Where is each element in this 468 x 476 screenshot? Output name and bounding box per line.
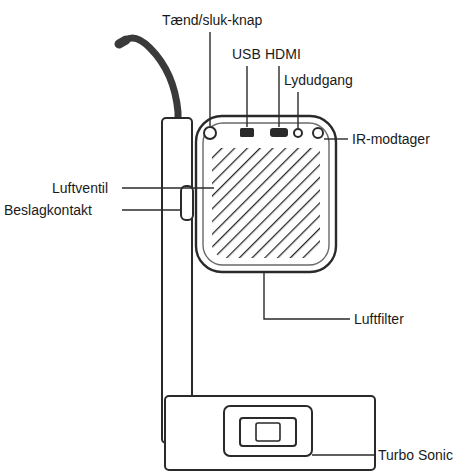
power-button xyxy=(204,127,216,139)
part-label: Tænd/sluk-knap xyxy=(162,12,262,28)
air-vent-grille xyxy=(212,148,320,258)
turbo-sonic-core xyxy=(256,423,280,441)
leader-line xyxy=(122,187,214,188)
part-label: USB xyxy=(232,46,261,62)
part-label: Luftventil xyxy=(52,180,108,196)
gooseneck-tip xyxy=(119,40,126,44)
projector-body xyxy=(196,116,336,272)
leader-line xyxy=(264,272,350,319)
part-label: Turbo Sonic xyxy=(378,447,453,463)
leader-line xyxy=(297,92,298,128)
leader-line xyxy=(246,66,247,127)
part-label: HDMI xyxy=(265,46,301,62)
turbo-sonic-unit xyxy=(240,418,296,446)
leader-line xyxy=(312,454,374,455)
stand-bar xyxy=(162,118,192,443)
ir-receiver xyxy=(313,128,323,138)
part-label: Lydudgang xyxy=(284,72,353,88)
body-inner-rim xyxy=(203,123,329,265)
mount-contact xyxy=(181,186,193,220)
audio-jack xyxy=(294,129,302,137)
hdmi-port xyxy=(270,128,288,137)
leader-line xyxy=(209,32,210,126)
leader-line xyxy=(122,209,180,210)
part-label: Luftfilter xyxy=(354,311,404,327)
leader-line xyxy=(324,138,348,139)
gooseneck-arm xyxy=(126,38,178,124)
leader-lines xyxy=(122,32,374,455)
base xyxy=(165,396,375,470)
part-label: IR-modtager xyxy=(352,131,430,147)
usb-port xyxy=(240,128,254,137)
leader-line xyxy=(278,66,279,127)
part-label: Beslagkontakt xyxy=(4,202,92,218)
turbo-sonic-housing xyxy=(224,406,312,456)
